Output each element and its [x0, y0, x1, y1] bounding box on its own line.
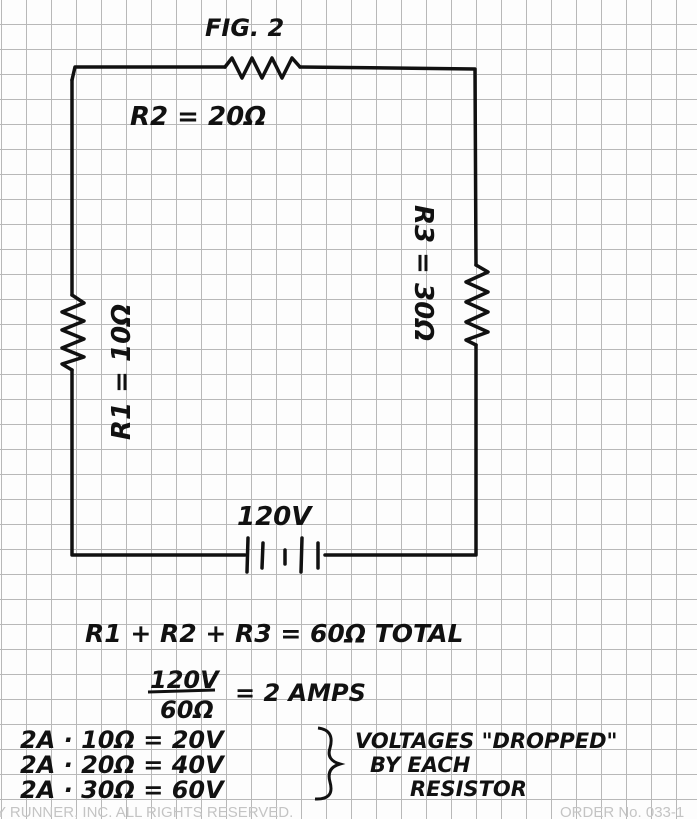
- r3-label: R3 = 30Ω: [408, 205, 438, 341]
- note-line-3: RESISTOR: [410, 777, 527, 801]
- resistor-r1-symbol: [60, 293, 86, 372]
- figure-title: FIG. 2: [205, 14, 284, 42]
- note-line-1: VOLTAGES "DROPPED": [355, 729, 618, 753]
- current-result: = 2 AMPS: [235, 679, 366, 707]
- wire-top: [70, 65, 227, 82]
- wire-left-bottom: [70, 368, 247, 557]
- source-voltage-label: 120V: [237, 502, 313, 532]
- note-line-2: BY EACH: [370, 753, 471, 777]
- footer-order-number: ORDER No. 033-1: [560, 804, 684, 819]
- total-resistance-equation: R1 + R2 + R3 = 60Ω TOTAL: [85, 619, 463, 648]
- wire-top-right: [298, 65, 478, 267]
- resistor-r2-symbol: [223, 56, 302, 80]
- drop-r1: 2A · 10Ω = 20V: [20, 726, 226, 754]
- wire-right: [323, 343, 478, 557]
- brace-icon: [314, 726, 346, 801]
- drop-r2: 2A · 20Ω = 40V: [20, 751, 226, 779]
- battery-symbol: [245, 536, 320, 574]
- resistor-r3-symbol: [464, 263, 490, 347]
- current-denominator: 60Ω: [160, 696, 214, 724]
- fraction-bar: [147, 688, 216, 694]
- footer-copyright: Y RUNNER, INC. ALL RIGHTS RESERVED.: [0, 804, 293, 819]
- r1-label: R1 = 10Ω: [107, 304, 137, 440]
- r2-label: R2 = 20Ω: [130, 102, 266, 132]
- drop-r3: 2A · 30Ω = 60V: [20, 776, 226, 804]
